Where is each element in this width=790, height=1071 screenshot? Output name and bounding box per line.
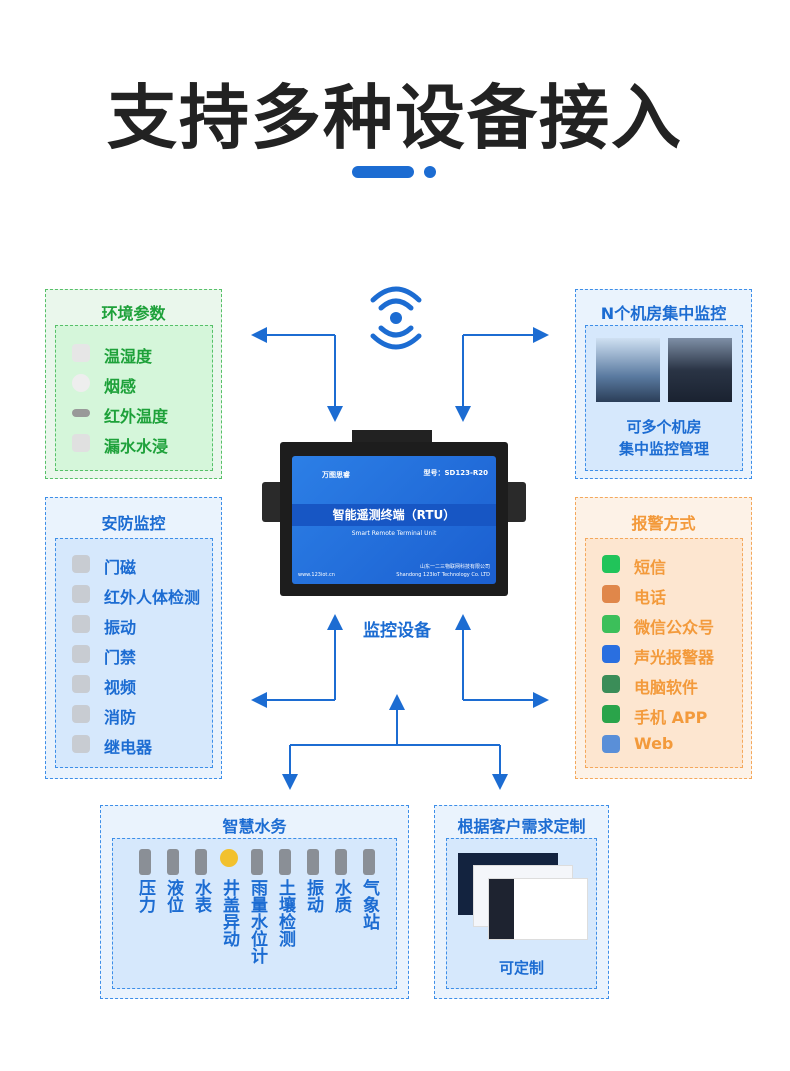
rtu-device-image: 万图思睿 型号：SD123-R20 智能遥测终端（RTU） Smart Remo… <box>262 430 526 596</box>
water-title: 智慧水务 <box>222 817 287 836</box>
wechat-icon <box>602 615 620 633</box>
water-panel: 智慧水务 压力液位水表井盖异动雨量水位计土壤检测振动水质气象站 <box>100 805 409 999</box>
sms-icon <box>602 555 620 573</box>
door-sensor-icon <box>72 555 90 573</box>
device-company-en: Shandong 123IoT Technology Co. LTD <box>396 572 490 578</box>
security-panel: 安防监控 门磁红外人体检测振动门禁视频消防继电器 <box>45 497 222 779</box>
water-item: 水质 <box>331 879 351 913</box>
security-item: 继电器 <box>104 738 153 757</box>
custom-panel: 根据客户需求定制 可定制 <box>434 805 609 999</box>
alarm-panel: 报警方式 短信电话微信公众号声光报警器电脑软件手机 APP Web <box>575 497 752 779</box>
software-icon <box>602 675 620 693</box>
security-item: 视频 <box>104 678 137 697</box>
water-item: 液位 <box>163 879 183 913</box>
security-item: 消防 <box>104 708 137 727</box>
relay-icon <box>72 735 90 753</box>
sensor-icon <box>279 849 291 875</box>
water-item: 土壤检测 <box>275 879 295 947</box>
device-brand: 万图思睿 <box>322 471 350 479</box>
security-item: 门禁 <box>104 648 137 667</box>
smoke-detector-icon <box>72 374 90 392</box>
alarm-item: Web <box>634 734 674 753</box>
alarm-title: 报警方式 <box>631 514 696 533</box>
security-item: 振动 <box>104 618 137 637</box>
access-control-icon <box>72 645 90 663</box>
device-website: www.123iot.cn <box>298 572 335 578</box>
siren-icon <box>602 645 620 663</box>
water-item: 振动 <box>303 879 323 913</box>
wireless-signal-icon <box>370 286 422 350</box>
alarm-item: 微信公众号 <box>634 618 715 637</box>
infrared-thermometer-icon <box>72 409 90 417</box>
rooms-caption: 集中监控管理 <box>618 440 709 458</box>
water-item: 雨量水位计 <box>247 879 267 964</box>
device-model: 型号：SD123-R20 <box>423 469 488 477</box>
security-item: 红外人体检测 <box>104 588 201 607</box>
sensor-icon <box>307 849 319 875</box>
sensor-icon <box>363 849 375 875</box>
water-item: 气象站 <box>359 879 379 930</box>
server-room-image <box>596 338 660 402</box>
rooms-caption: 可多个机房 <box>626 418 702 436</box>
custom-title: 根据客户需求定制 <box>457 817 586 836</box>
phone-icon <box>602 585 620 603</box>
security-title: 安防监控 <box>101 514 166 533</box>
title-decoration-dot <box>424 166 436 178</box>
water-item: 水表 <box>191 879 211 913</box>
security-item: 门磁 <box>104 558 137 577</box>
sensor-icon <box>139 849 151 875</box>
sensor-icon <box>195 849 207 875</box>
device-name-en: Smart Remote Terminal Unit <box>351 530 437 537</box>
dashboard-screenshot <box>488 878 588 940</box>
fire-icon <box>72 705 90 723</box>
camera-icon <box>72 675 90 693</box>
server-rooms-panel: N个机房集中监控 可多个机房 集中监控管理 <box>575 289 752 479</box>
app-icon <box>602 705 620 723</box>
rooms-title: N个机房集中监控 <box>600 304 727 323</box>
env-item: 漏水水浸 <box>104 437 169 456</box>
sensor-icon <box>167 849 179 875</box>
custom-caption: 可定制 <box>498 959 544 977</box>
env-item: 红外温度 <box>104 407 169 426</box>
alarm-item: 电话 <box>634 588 667 607</box>
title-decoration-bar <box>352 166 414 178</box>
vibration-sensor-icon <box>72 615 90 633</box>
water-item: 井盖异动 <box>219 879 239 947</box>
sensor-icon <box>220 849 238 867</box>
pir-sensor-icon <box>72 585 90 603</box>
sensor-icon <box>251 849 263 875</box>
alarm-item: 声光报警器 <box>634 648 715 667</box>
env-panel: 环境参数 温湿度 烟感 红外温度 漏水水浸 <box>45 289 222 479</box>
water-leak-sensor-icon <box>72 434 90 452</box>
alarm-item: 短信 <box>634 558 667 577</box>
device-caption: 监控设备 <box>363 621 431 641</box>
device-name: 智能遥测终端（RTU） <box>332 508 456 522</box>
page-title: 支持多种设备接入 <box>107 77 683 159</box>
server-room-image <box>668 338 732 402</box>
humidity-sensor-icon <box>72 344 90 362</box>
env-item: 温湿度 <box>104 347 153 366</box>
water-item: 压力 <box>135 879 155 913</box>
web-icon <box>602 735 620 753</box>
env-item: 烟感 <box>104 377 137 396</box>
sensor-icon <box>335 849 347 875</box>
alarm-item: 手机 APP <box>634 708 708 727</box>
env-title: 环境参数 <box>101 304 166 323</box>
device-company: 山东一二三物联网科技有限公司 <box>419 564 490 570</box>
alarm-item: 电脑软件 <box>634 678 699 697</box>
